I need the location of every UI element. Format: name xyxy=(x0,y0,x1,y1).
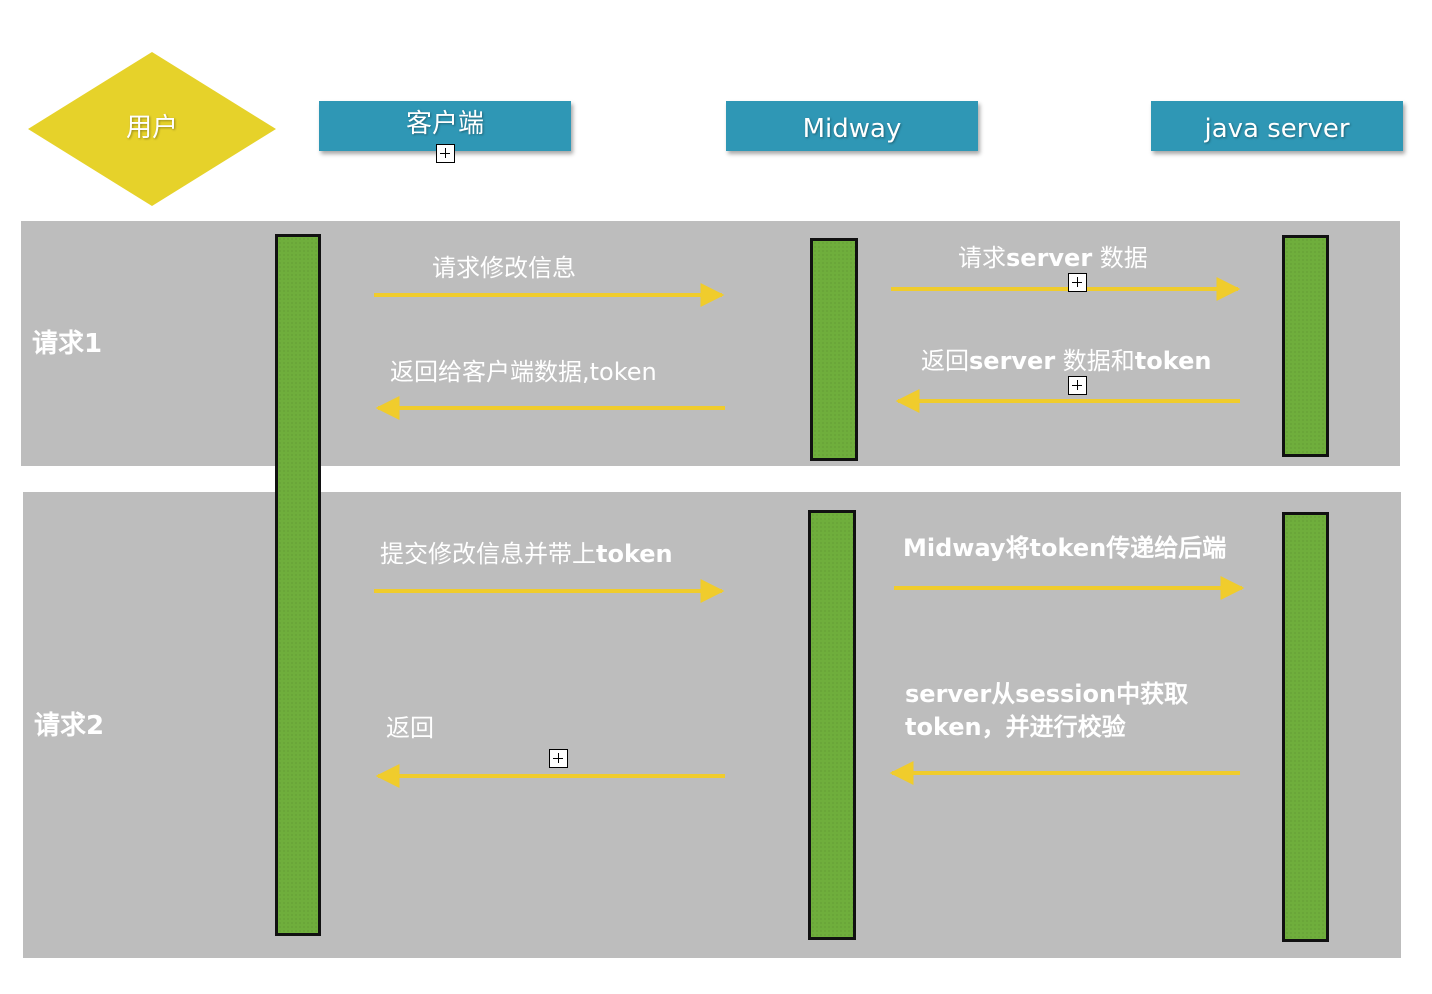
participant-midway: Midway xyxy=(726,101,978,151)
message-request-modify: 请求修改信息 xyxy=(432,254,576,282)
lane-band-request1 xyxy=(21,221,1400,466)
message-request-server-data: 请求server 数据 xyxy=(958,244,1148,272)
lane-label-request1: 请求1 xyxy=(32,329,103,359)
message-pass-token-backend: Midway将token传递给后端 xyxy=(903,534,1227,562)
lifeline-client xyxy=(275,234,321,936)
participant-client: 客户端 xyxy=(319,101,571,151)
message-submit-with-token: 提交修改信息并带上token xyxy=(380,540,673,568)
lifeline-midway-request1 xyxy=(810,238,858,461)
actor-diamond xyxy=(28,52,276,206)
lane-band-request2 xyxy=(23,492,1401,958)
message-return: 返回 xyxy=(386,714,434,742)
expand-plus-icon[interactable] xyxy=(1068,273,1087,292)
expand-plus-icon[interactable] xyxy=(549,749,568,768)
expand-plus-icon[interactable] xyxy=(1068,376,1087,395)
lifeline-java-request1 xyxy=(1282,235,1329,457)
lifeline-java-request2 xyxy=(1282,512,1329,942)
expand-plus-icon[interactable] xyxy=(436,144,455,163)
lifeline-midway-request2 xyxy=(808,510,856,940)
actor-label: 用户 xyxy=(125,113,178,143)
message-verify-token: server从session中获取 token，并进行校验 xyxy=(905,680,1189,741)
lane-label-request2: 请求2 xyxy=(34,711,105,741)
message-return-server-data-token: 返回server 数据和token xyxy=(921,347,1212,375)
message-return-client-token: 返回给客户端数据,token xyxy=(390,358,657,386)
participant-java-server: java server xyxy=(1151,101,1403,151)
